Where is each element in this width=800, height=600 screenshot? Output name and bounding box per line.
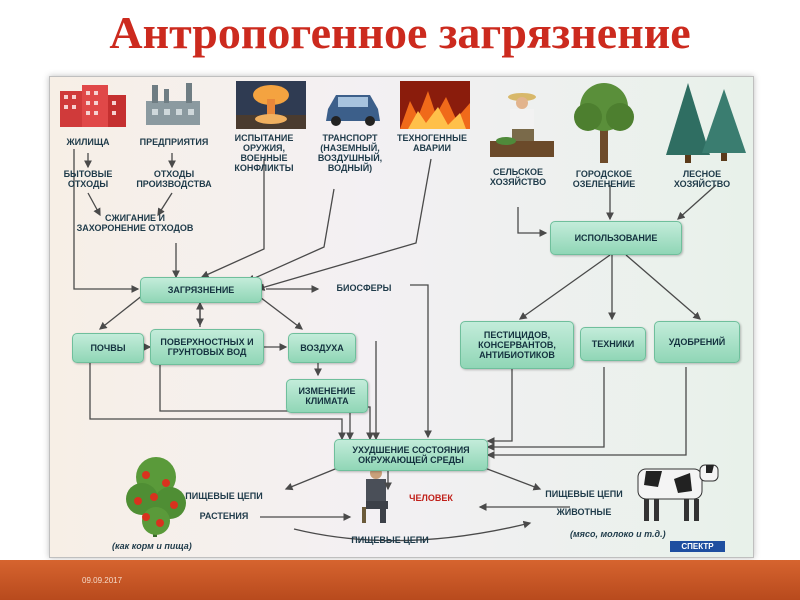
label-production-waste: ОТХОДЫ ПРОИЗВОДСТВА <box>136 169 212 189</box>
label-urban-greening: ГОРОДСКОЕ ОЗЕЛЕНЕНИЕ <box>572 169 636 189</box>
label-enterprises: ПРЕДПРИЯТИЯ <box>139 137 209 147</box>
label-incineration: СЖИГАНИЕ И ЗАХОРОНЕНИЕ ОТХОДОВ <box>76 213 194 233</box>
box-pesticides: ПЕСТИЦИДОВ, КОНСЕРВАНТОВ, АНТИБИОТИКОВ <box>460 321 574 369</box>
box-soil: ПОЧВЫ <box>72 333 144 363</box>
box-fertilizers: УДОБРЕНИЙ <box>654 321 740 363</box>
box-climate: ИЗМЕНЕНИЕ КЛИМАТА <box>286 379 368 413</box>
label-food-chains-bottom: ПИЩЕВЫЕ ЦЕПИ <box>351 535 429 545</box>
apartment-building-icon <box>60 85 126 127</box>
box-use: ИСПОЛЬЗОВАНИЕ <box>550 221 682 255</box>
cow-icon <box>637 464 719 521</box>
box-water: ПОВЕРХНОСТНЫХ И ГРУНТОВЫХ ВОД <box>150 329 264 365</box>
label-forestry: ЛЕСНОЕ ХОЗЯЙСТВО <box>673 169 731 189</box>
label-biosphere: БИОСФЕРЫ <box>336 283 392 293</box>
label-food-chains-left: ПИЩЕВЫЕ ЦЕПИ <box>185 491 263 501</box>
tree-icon <box>574 83 634 163</box>
nuclear-explosion-icon <box>236 81 306 129</box>
publisher-logo: СПЕКТР <box>670 541 725 552</box>
footer-bar <box>0 560 800 600</box>
label-plants: РАСТЕНИЯ <box>199 511 249 521</box>
label-agriculture: СЕЛЬСКОЕ ХОЗЯЙСТВО <box>489 167 547 187</box>
box-degradation: УХУДШЕНИЕ СОСТОЯНИЯ ОКРУЖАЮЩЕЙ СРЕДЫ <box>334 439 488 471</box>
label-human: ЧЕЛОВЕК <box>409 493 453 503</box>
box-machinery: ТЕХНИКИ <box>580 327 646 361</box>
farmer-icon <box>490 93 554 157</box>
tomato-plant-icon <box>126 457 186 537</box>
label-household-waste: БЫТОВЫЕ ОТХОДЫ <box>63 169 113 189</box>
label-accidents: ТЕХНОГЕННЫЕ АВАРИИ <box>397 133 467 153</box>
note-feed-and-food: (как корм и пища) <box>112 541 192 551</box>
label-housing: ЖИЛИЩА <box>66 137 110 147</box>
spruce-trees-icon <box>666 83 746 163</box>
label-weapons: ИСПЫТАНИЕ ОРУЖИЯ, ВОЕННЫЕ КОНФЛИКТЫ <box>234 133 294 173</box>
factory-icon <box>146 83 200 125</box>
box-pollution: ЗАГРЯЗНЕНИЕ <box>140 277 262 303</box>
fire-accident-icon <box>400 81 470 129</box>
car-icon <box>326 95 380 126</box>
slide-date: 09.09.2017 <box>82 576 123 585</box>
label-food-chains-right: ПИЩЕВЫЕ ЦЕПИ <box>545 489 623 499</box>
note-meat-milk: (мясо, молоко и т.д.) <box>570 529 666 539</box>
label-animals: ЖИВОТНЫЕ <box>556 507 612 517</box>
diagram-poster: ЖИЛИЩА ПРЕДПРИЯТИЯ ИСПЫТАНИЕ ОРУЖИЯ, ВОЕ… <box>49 76 754 558</box>
label-transport: ТРАНСПОРТ (НАЗЕМНЫЙ, ВОЗДУШНЫЙ, ВОДНЫЙ) <box>317 133 383 173</box>
slide-title: Антропогенное загрязнение <box>109 7 691 58</box>
box-air: ВОЗДУХА <box>288 333 356 363</box>
